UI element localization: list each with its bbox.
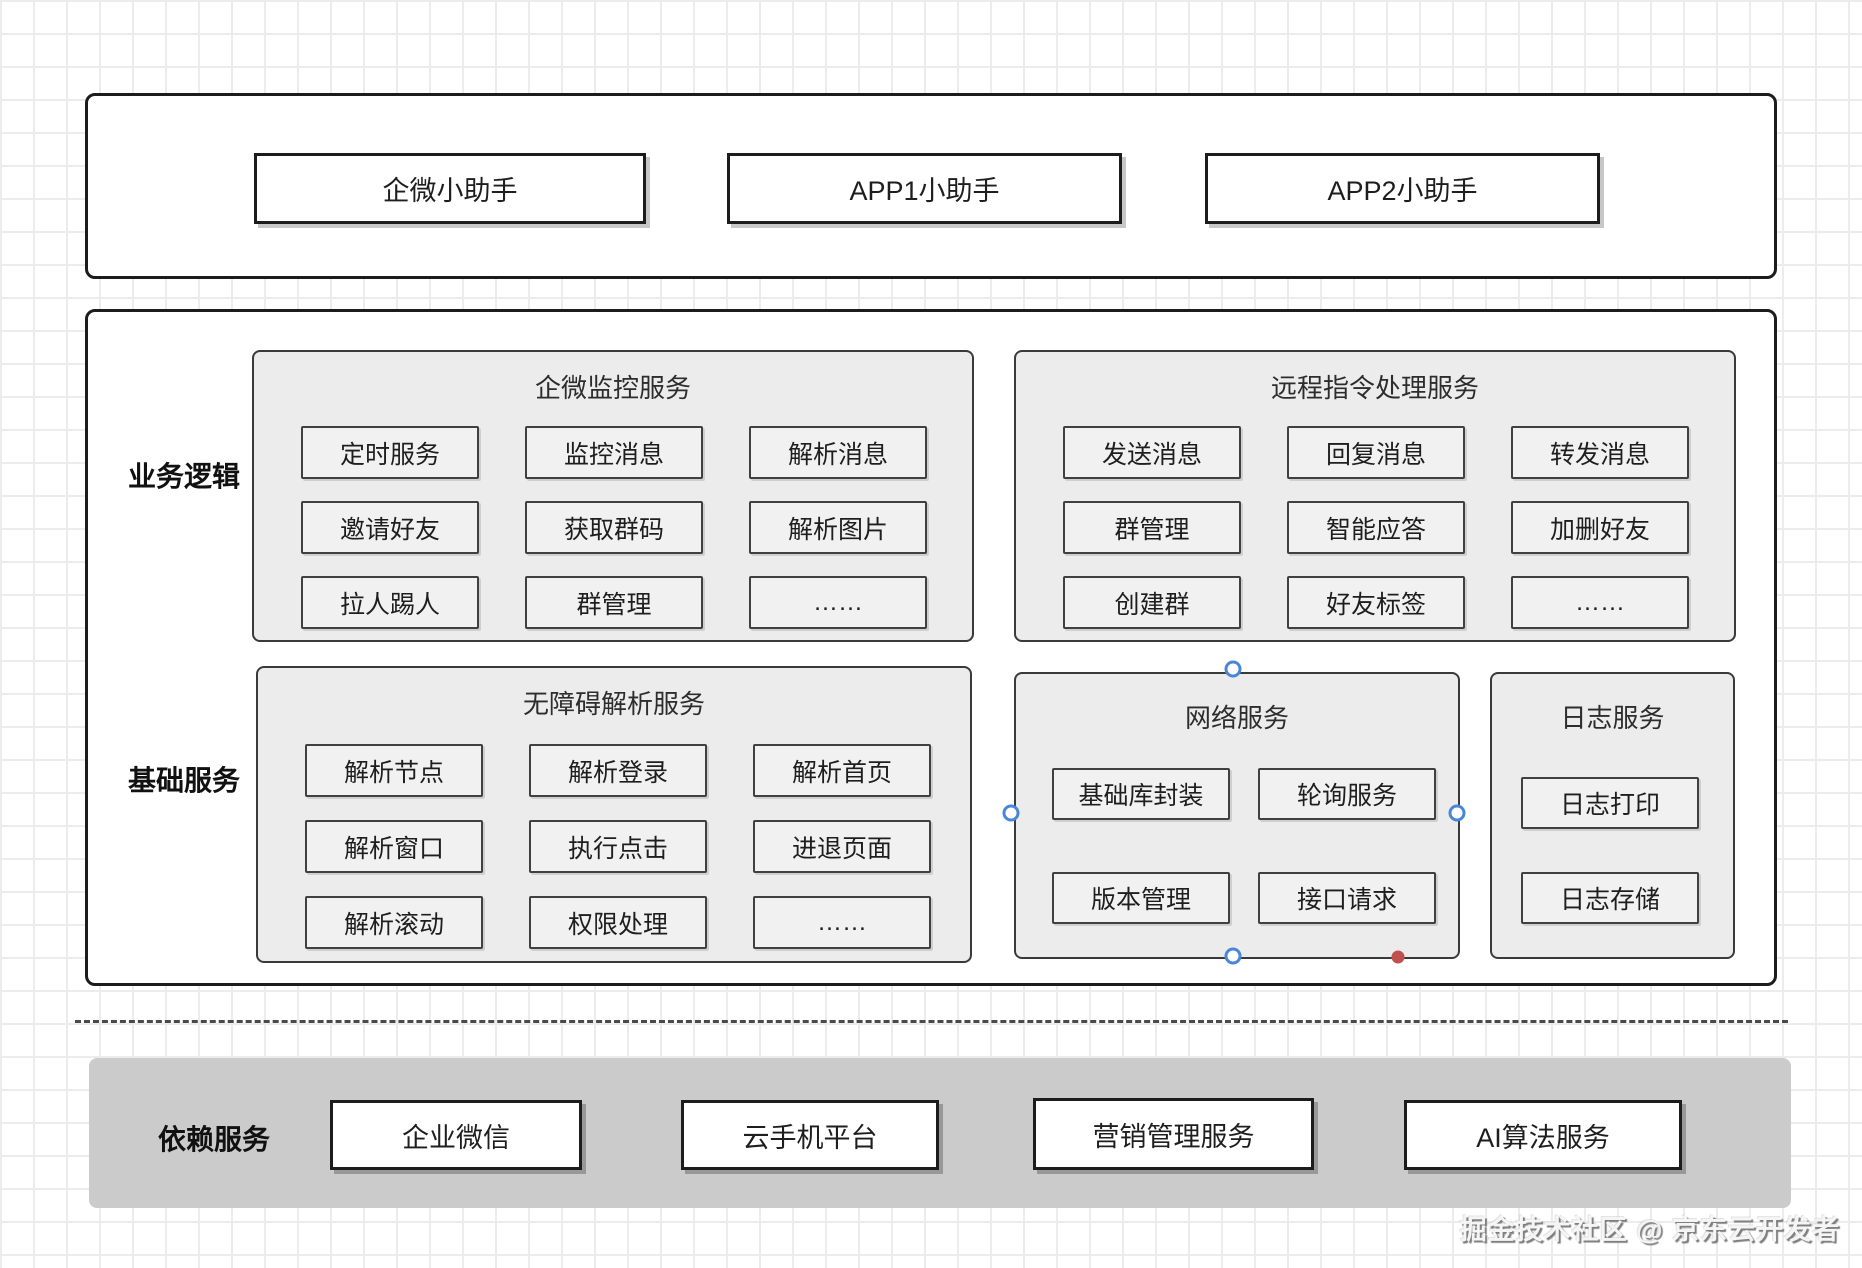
diagram-node[interactable]: 基础库封装 bbox=[1052, 768, 1230, 820]
diagram-node[interactable]: 解析消息 bbox=[749, 426, 927, 479]
diagram-node[interactable]: …… bbox=[1511, 576, 1689, 629]
diagram-node[interactable]: 回复消息 bbox=[1287, 426, 1465, 479]
diagram-node[interactable]: 智能应答 bbox=[1287, 501, 1465, 554]
panel-title: 企微监控服务 bbox=[534, 373, 691, 403]
panel-qiwei-monitor-service[interactable]: 企微监控服务 定时服务 监控消息 解析消息 邀请好友 获取群码 解析图片 拉人踢… bbox=[252, 350, 974, 642]
diagram-node[interactable]: 解析登录 bbox=[529, 744, 707, 797]
panel-title: 网络服务 bbox=[1184, 703, 1289, 733]
middle-layer-container[interactable]: 业务逻辑 基础服务 企微监控服务 定时服务 监控消息 解析消息 邀请好友 获取群… bbox=[85, 309, 1777, 986]
panel-grid: 解析节点 解析登录 解析首页 解析窗口 执行点击 进退页面 解析滚动 权限处理 … bbox=[305, 744, 931, 949]
diagram-node[interactable]: 转发消息 bbox=[1511, 426, 1689, 479]
selection-handle-left[interactable] bbox=[1002, 804, 1020, 822]
selection-handle-right[interactable] bbox=[1448, 804, 1466, 822]
diagram-node[interactable]: …… bbox=[753, 896, 931, 949]
diagram-node[interactable]: 群管理 bbox=[1063, 501, 1241, 554]
diagram-node[interactable]: 日志存储 bbox=[1521, 872, 1699, 924]
diagram-node[interactable]: 创建群 bbox=[1063, 576, 1241, 629]
diagram-node[interactable]: 版本管理 bbox=[1052, 872, 1230, 924]
diagram-node[interactable]: 拉人踢人 bbox=[301, 576, 479, 629]
diagram-node[interactable]: 群管理 bbox=[525, 576, 703, 629]
diagram-node[interactable]: 获取群码 bbox=[525, 501, 703, 554]
selection-handle-top[interactable] bbox=[1224, 660, 1242, 678]
diagram-node[interactable]: 进退页面 bbox=[753, 820, 931, 873]
top-layer-container[interactable]: 企微小助手 APP1小助手 APP2小助手 bbox=[85, 93, 1777, 279]
diagram-node[interactable]: 加删好友 bbox=[1511, 501, 1689, 554]
panel-title: 日志服务 bbox=[1560, 703, 1665, 733]
panel-grid: 发送消息 回复消息 转发消息 群管理 智能应答 加删好友 创建群 好友标签 …… bbox=[1063, 426, 1689, 629]
diagram-node[interactable]: 轮询服务 bbox=[1258, 768, 1436, 820]
panel-grid: 定时服务 监控消息 解析消息 邀请好友 获取群码 解析图片 拉人踢人 群管理 …… bbox=[301, 426, 927, 629]
diagram-node[interactable]: 邀请好友 bbox=[301, 501, 479, 554]
connection-endpoint[interactable] bbox=[1391, 950, 1405, 964]
diagram-node[interactable]: 日志打印 bbox=[1521, 777, 1699, 829]
panel-title: 远程指令处理服务 bbox=[1270, 373, 1479, 403]
node-app2-assistant[interactable]: APP2小助手 bbox=[1205, 153, 1600, 224]
selection-handle-bottom[interactable] bbox=[1224, 947, 1242, 965]
node-marketing-management-service[interactable]: 营销管理服务 bbox=[1033, 1098, 1314, 1170]
panel-log-service[interactable]: 日志服务 日志打印 日志存储 bbox=[1490, 672, 1735, 959]
panel-accessibility-parse-service[interactable]: 无障碍解析服务 解析节点 解析登录 解析首页 解析窗口 执行点击 进退页面 解析… bbox=[256, 666, 972, 963]
diagram-node[interactable]: 发送消息 bbox=[1063, 426, 1241, 479]
panel-grid: 日志打印 日志存储 bbox=[1521, 777, 1699, 924]
label-basic-services[interactable]: 基础服务 bbox=[127, 765, 240, 796]
diagram-node[interactable]: 解析滚动 bbox=[305, 896, 483, 949]
node-wechat-work[interactable]: 企业微信 bbox=[330, 1100, 582, 1170]
diagram-node[interactable]: 解析首页 bbox=[753, 744, 931, 797]
label-dependency-services[interactable]: 依赖服务 bbox=[157, 1124, 270, 1155]
diagram-node[interactable]: 定时服务 bbox=[301, 426, 479, 479]
panel-remote-command-service[interactable]: 远程指令处理服务 发送消息 回复消息 转发消息 群管理 智能应答 加删好友 创建… bbox=[1014, 350, 1736, 642]
diagram-node[interactable]: 好友标签 bbox=[1287, 576, 1465, 629]
panel-grid: 基础库封装 轮询服务 版本管理 接口请求 bbox=[1052, 768, 1436, 924]
label-business-logic[interactable]: 业务逻辑 bbox=[127, 461, 240, 492]
dashed-divider bbox=[75, 1020, 1788, 1023]
node-ai-algorithm-service[interactable]: AI算法服务 bbox=[1404, 1100, 1682, 1170]
diagram-node[interactable]: 接口请求 bbox=[1258, 872, 1436, 924]
panel-title: 无障碍解析服务 bbox=[522, 689, 705, 719]
dependency-container[interactable]: 依赖服务 企业微信 云手机平台 营销管理服务 AI算法服务 bbox=[89, 1058, 1791, 1208]
panel-network-service[interactable]: 网络服务 基础库封装 轮询服务 版本管理 接口请求 bbox=[1014, 672, 1460, 959]
diagram-node[interactable]: 解析图片 bbox=[749, 501, 927, 554]
node-app1-assistant[interactable]: APP1小助手 bbox=[727, 153, 1122, 224]
diagram-node[interactable]: 权限处理 bbox=[529, 896, 707, 949]
watermark-text: 掘金技术社区 @ 京东云开发者 bbox=[1459, 1215, 1840, 1245]
diagram-node[interactable]: …… bbox=[749, 576, 927, 629]
diagram-node[interactable]: 解析节点 bbox=[305, 744, 483, 797]
node-cloud-phone-platform[interactable]: 云手机平台 bbox=[681, 1100, 939, 1170]
node-qiwei-assistant[interactable]: 企微小助手 bbox=[254, 153, 646, 224]
diagram-node[interactable]: 执行点击 bbox=[529, 820, 707, 873]
diagram-node[interactable]: 监控消息 bbox=[525, 426, 703, 479]
diagram-node[interactable]: 解析窗口 bbox=[305, 820, 483, 873]
